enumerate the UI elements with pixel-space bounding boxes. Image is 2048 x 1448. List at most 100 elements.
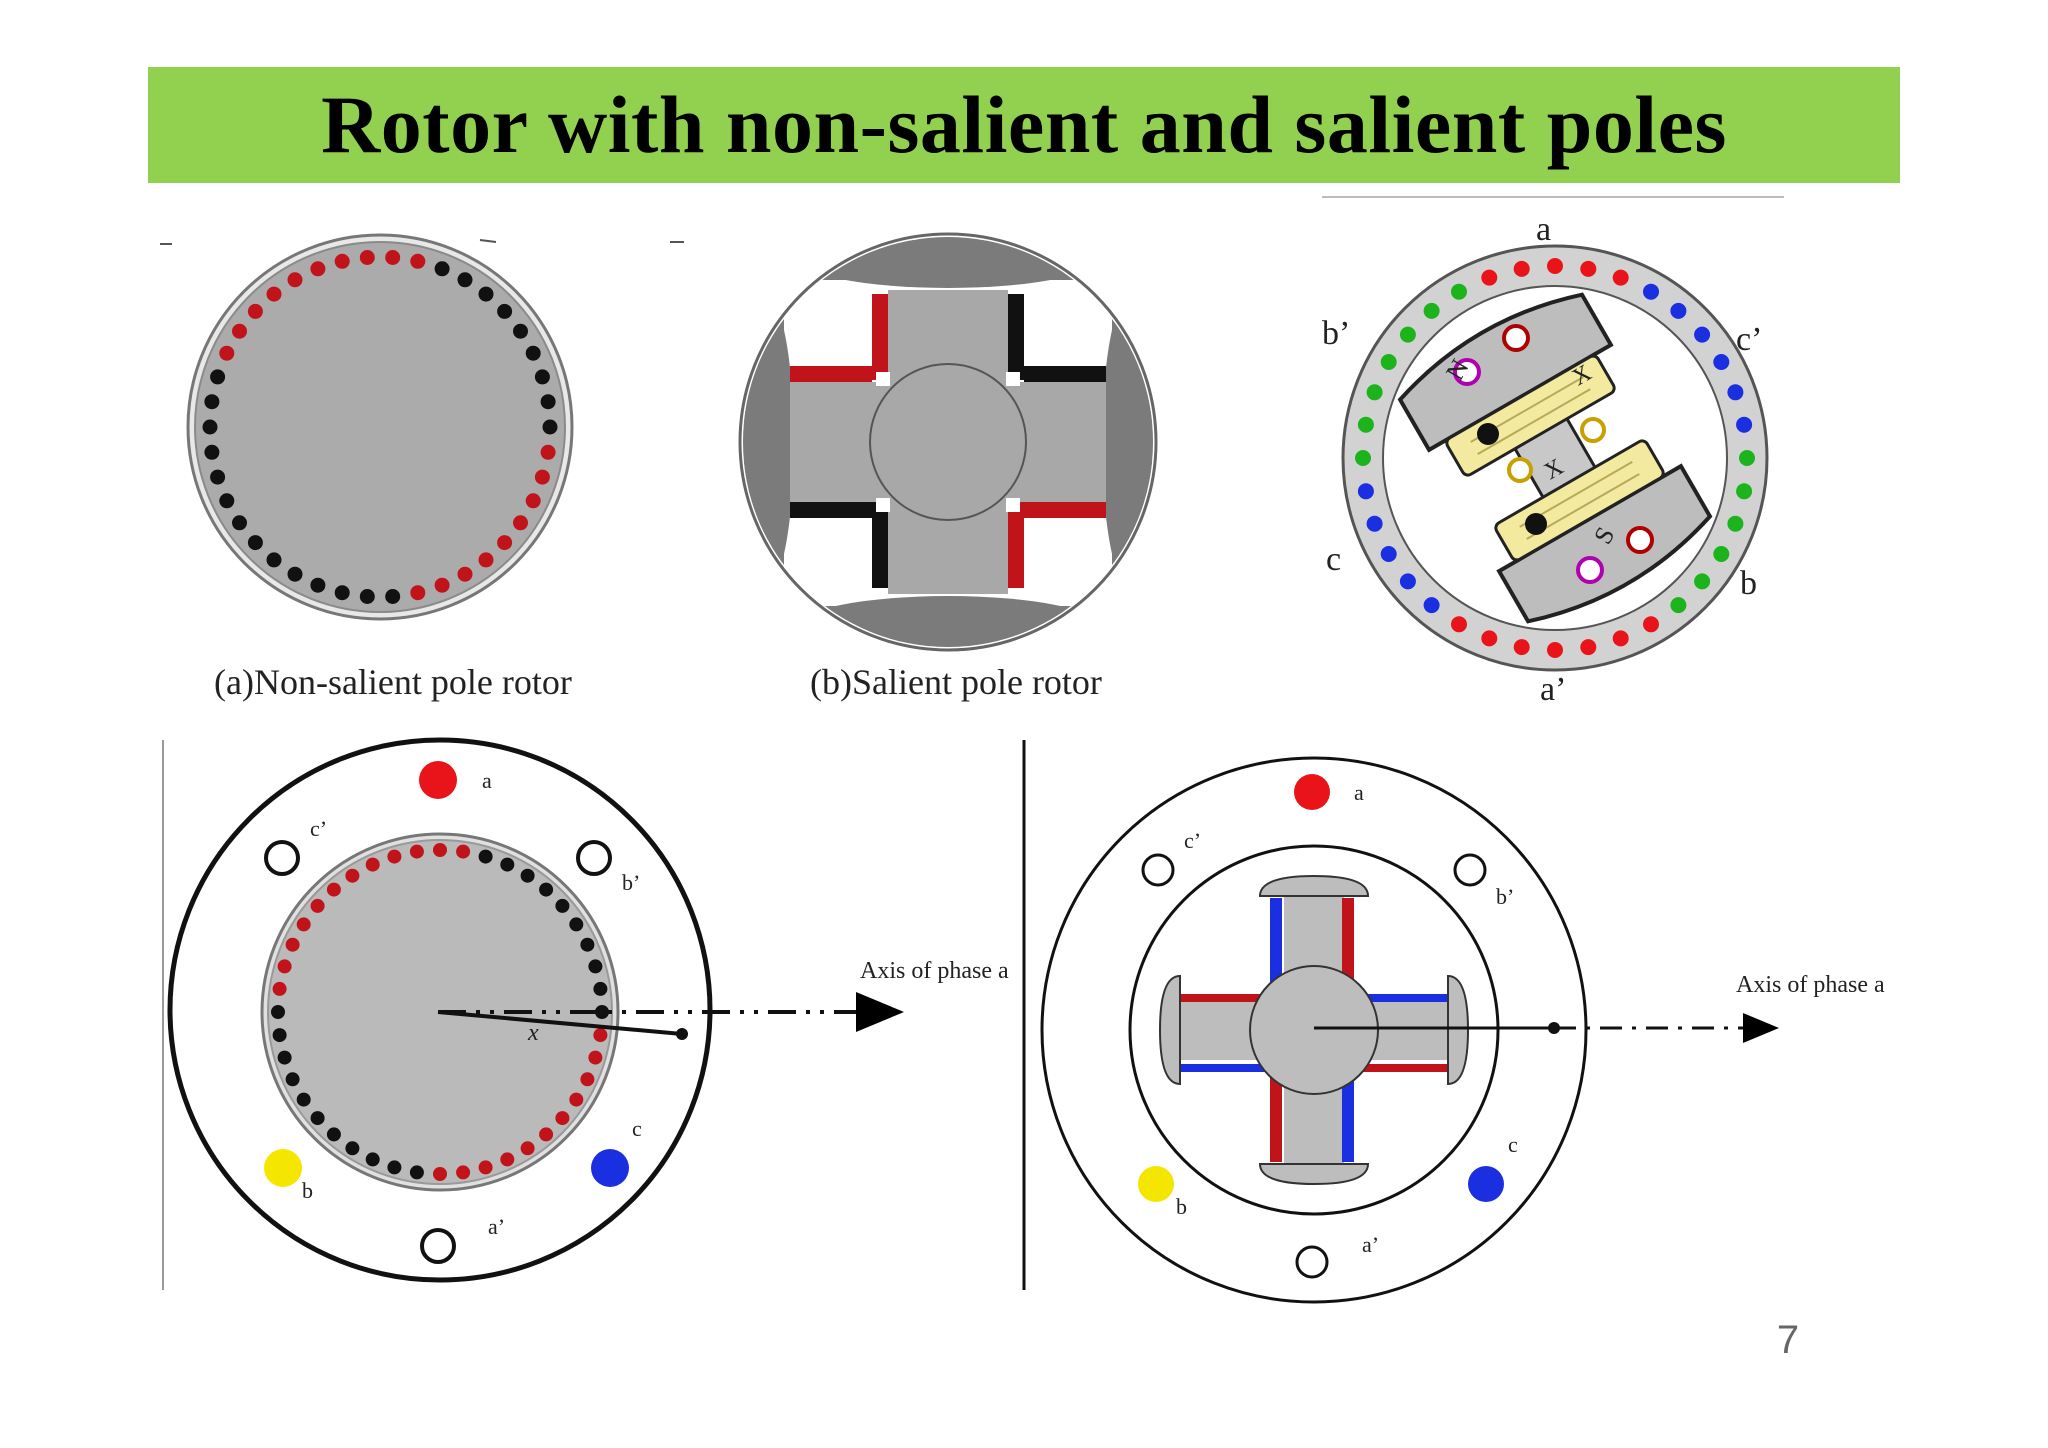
rotor-conductor [387, 1160, 402, 1175]
rotor-conductor [409, 844, 424, 859]
rotor-conductor [1423, 597, 1440, 614]
rotor-conductor [1451, 616, 1467, 633]
phase-label-a-prime: a’ [488, 1214, 505, 1239]
rotor-conductor [456, 844, 471, 859]
rotor-conductor [1399, 573, 1416, 590]
rotor-conductor [593, 981, 608, 996]
rotor-conductor [247, 303, 263, 319]
salient-axis-figure: a c’ b’ b c a’ Axis of phase a [1040, 756, 1885, 1304]
rotor-conductor [525, 345, 541, 361]
phase-label-b: b [302, 1178, 313, 1203]
rotor-conductor [588, 959, 603, 974]
rotor-conductor [1643, 283, 1659, 300]
rotor-conductor [534, 369, 550, 385]
rotor-conductor [540, 394, 556, 410]
non-salient-caption: (a)Non-salient pole rotor [214, 662, 572, 702]
rotor-conductor [434, 261, 450, 277]
rotor-conductor [580, 937, 595, 952]
rotor-conductor [1399, 326, 1416, 343]
rotor-conductor [520, 868, 535, 883]
rotor-conductor [409, 1165, 424, 1180]
phase-label-c-prime: c’ [1184, 828, 1201, 853]
non-salient-rotor-figure: (a)Non-salient pole rotor [160, 233, 684, 702]
rotor-conductor [593, 1028, 608, 1043]
rotor-conductor [1739, 450, 1755, 466]
rotor-conductor [497, 303, 513, 319]
rotor-conductor [296, 917, 311, 932]
rotor-conductor [1736, 416, 1753, 433]
slide-title: Rotor with non-salient and salient poles [321, 79, 1727, 170]
phase-label-b-prime: b’ [1496, 884, 1514, 909]
rotor-conductor [1727, 515, 1744, 532]
rotor-conductor [534, 469, 550, 485]
rotor-conductor [310, 577, 326, 593]
rotor-conductor [1547, 258, 1563, 274]
rotor-conductor [1481, 630, 1498, 647]
phase-label-c-prime: c’ [310, 816, 327, 841]
rotor-conductor [1547, 642, 1563, 658]
rotor-conductor [277, 1050, 292, 1065]
two-pole-machine-figure: X X N S a a’ b’ c’ c b [1322, 196, 1784, 708]
rotor-conductor [1423, 302, 1440, 319]
rotor-conductor [478, 286, 494, 302]
rotor-conductor [1670, 597, 1687, 614]
rotor-conductor [345, 1141, 360, 1156]
rotor-conductor [410, 585, 426, 601]
rotor-conductor [359, 250, 375, 265]
rotor-conductor [525, 493, 541, 509]
rotor-conductor [1612, 269, 1629, 286]
salient-rotor-figure: (b)Salient pole rotor [738, 232, 1158, 702]
rotor-conductor [555, 898, 570, 913]
rotor-conductor [1713, 546, 1730, 562]
rotor-conductor [210, 369, 226, 385]
rotor-conductor [1694, 326, 1711, 343]
rotor-conductor [433, 843, 447, 857]
rotor-conductor [287, 566, 303, 582]
rotor-conductor [232, 323, 247, 339]
rotor-conductor [1451, 283, 1467, 300]
phase-label-b: b [1740, 565, 1757, 602]
rotor-conductor [266, 286, 282, 302]
rotor-conductor [326, 1127, 341, 1142]
salient-caption: (b)Salient pole rotor [810, 662, 1102, 702]
rotor-conductor [1727, 384, 1744, 401]
rotor-conductor [1612, 630, 1629, 647]
rotor-conductor [272, 1028, 287, 1043]
rotor-conductor [1643, 616, 1659, 633]
phase-label-c: c [1326, 541, 1341, 578]
rotor-conductor [202, 419, 218, 435]
rotor-conductor [1513, 260, 1530, 277]
rotor-conductor [1513, 639, 1530, 656]
phase-label-c: c [1508, 1132, 1518, 1157]
rotor-conductor [365, 1152, 380, 1167]
rotor-conductor [287, 272, 303, 288]
page-number: 7 [1776, 1318, 1800, 1362]
phase-label-a-prime: a’ [1540, 671, 1566, 708]
rotor-conductor [457, 272, 473, 288]
rotor-conductor [569, 917, 584, 932]
rotor-conductor [500, 857, 515, 872]
rotor-conductor [1713, 354, 1730, 370]
rotor-conductor [204, 444, 220, 460]
rotor-conductor [310, 898, 325, 913]
rotor-conductor [410, 253, 426, 269]
rotor-conductor [1580, 260, 1597, 277]
rotor-conductor [285, 1072, 300, 1087]
rotor-conductor [334, 585, 350, 601]
rotor-conductor [478, 1160, 493, 1175]
rotor-conductor [232, 515, 247, 531]
rotor-conductor [1694, 573, 1711, 590]
rotor-conductor [345, 868, 360, 883]
rotor-conductor [569, 1092, 584, 1107]
phase-label-a: a [1536, 211, 1551, 248]
rotor-conductor [271, 1005, 285, 1019]
axis-label-left: Axis of phase a [860, 958, 1009, 984]
rotor-conductor [433, 1167, 447, 1181]
rotor-conductor [310, 1111, 325, 1126]
rotor-conductor [1366, 515, 1383, 532]
rotor-conductor [1670, 302, 1687, 319]
rotor-conductor [434, 577, 450, 593]
rotor-conductor [540, 444, 556, 460]
